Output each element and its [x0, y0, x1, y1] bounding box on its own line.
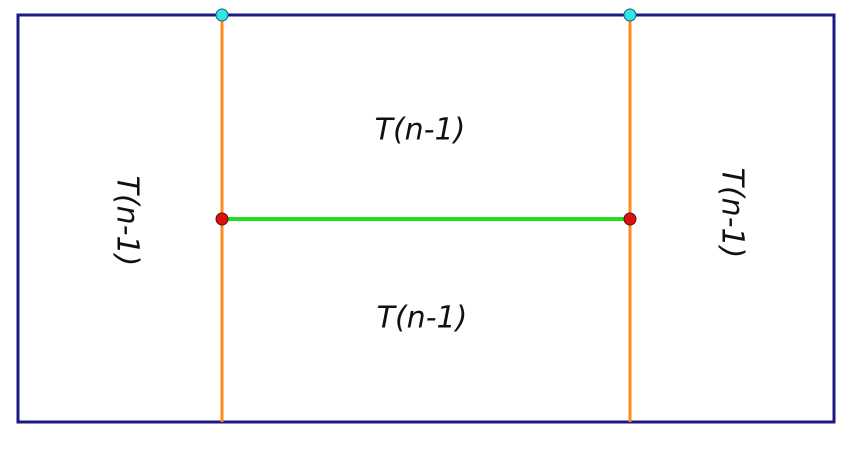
label-left: T(n-1)	[110, 176, 145, 267]
top-left-point	[215, 8, 229, 22]
label-right: T(n-1)	[715, 168, 750, 259]
top-right-point	[623, 8, 637, 22]
middle-right-point	[623, 212, 637, 226]
label-bottom-center: T(n-1)	[377, 301, 468, 336]
middle-left-point	[215, 212, 229, 226]
outer-border	[16, 13, 836, 424]
label-top-center: T(n-1)	[375, 113, 466, 148]
